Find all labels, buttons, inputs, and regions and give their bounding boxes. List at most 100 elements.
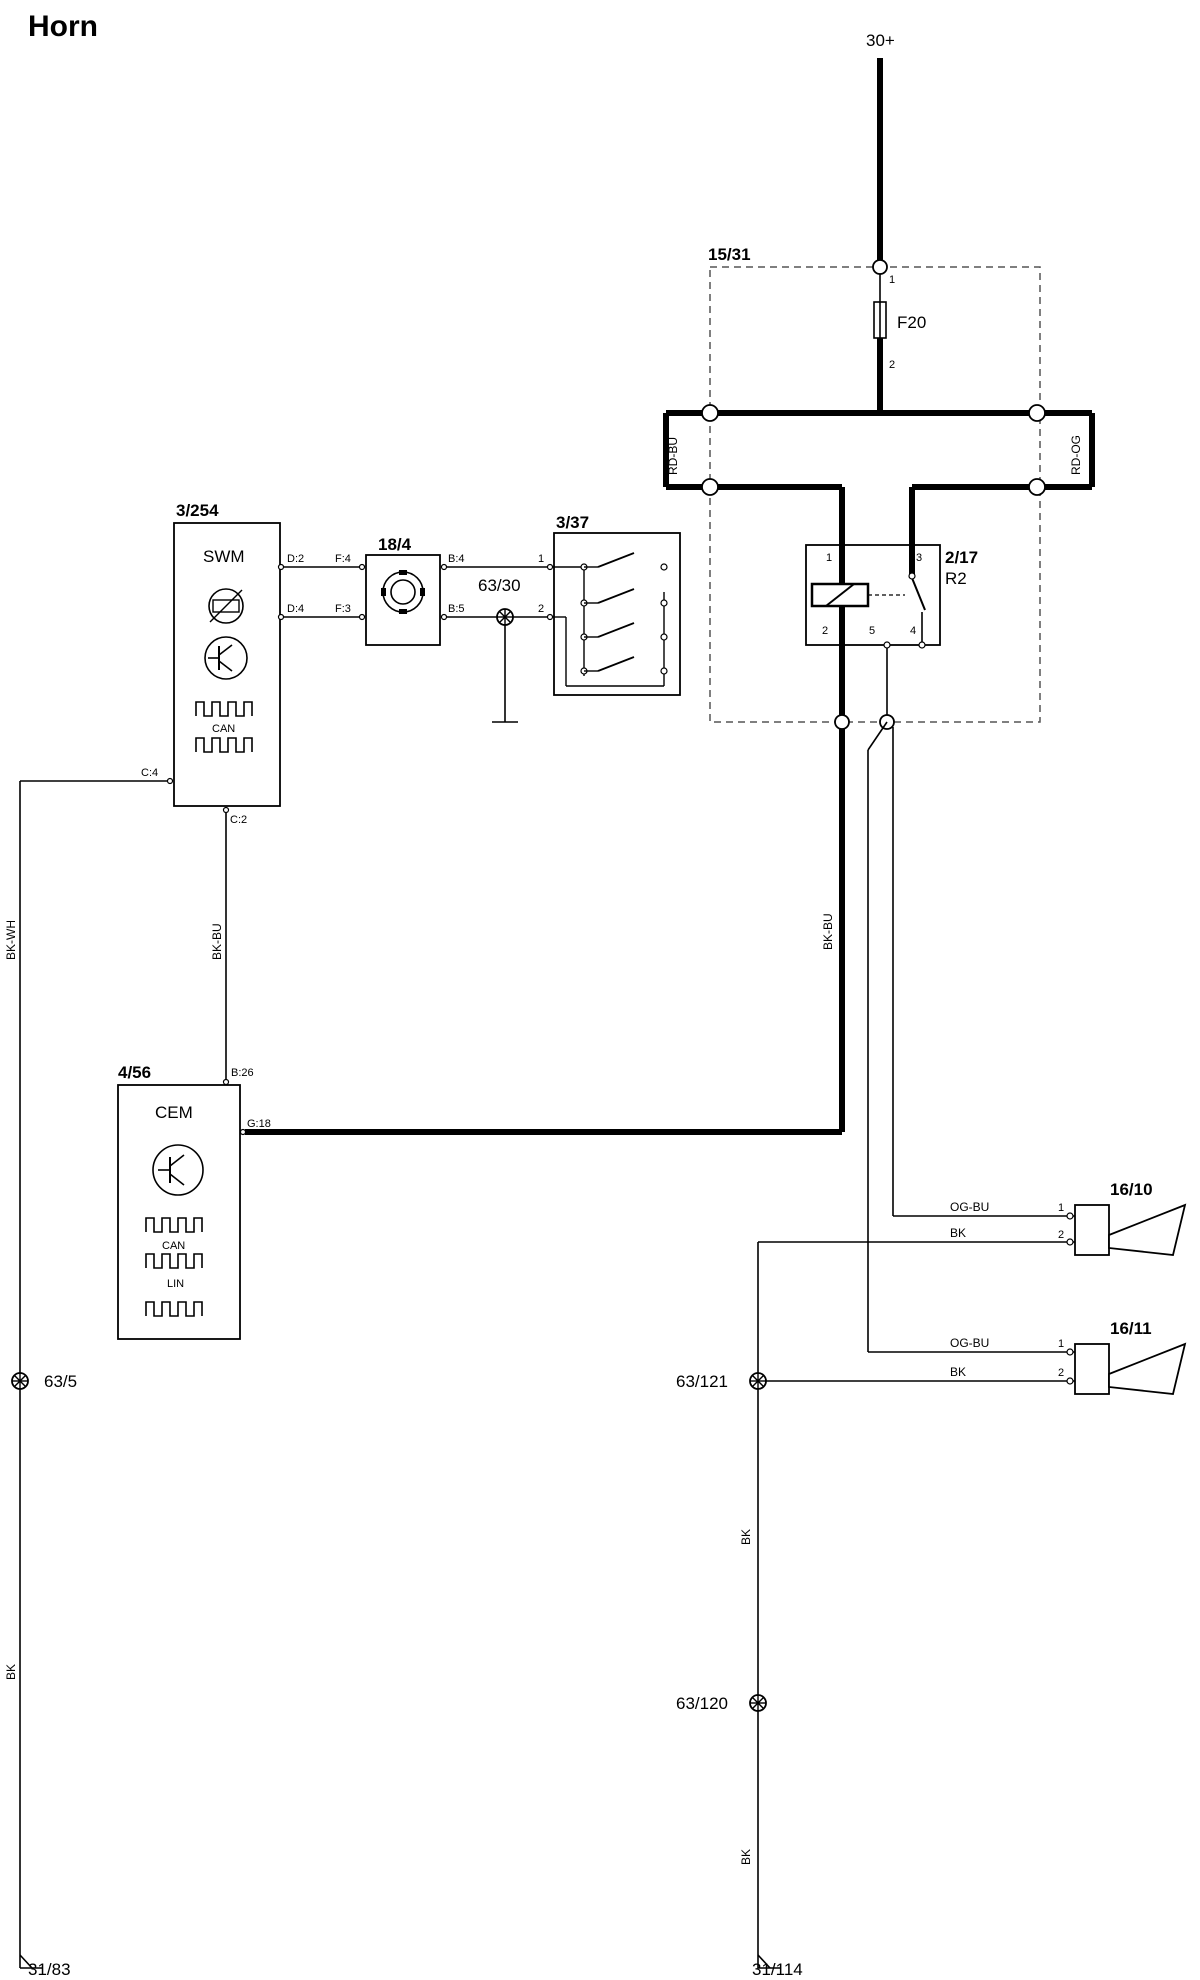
swm-can-signal-icon-bottom [195, 737, 253, 753]
swm-pin-d4: D:4 [287, 603, 304, 615]
relay-name: R2 [945, 569, 967, 588]
horn2-icon [1108, 1342, 1187, 1395]
horn2-pin1: 1 [1058, 1338, 1064, 1350]
cem-can-signal-icon-bottom [145, 1253, 203, 1269]
horn1-pin2: 2 [1058, 1229, 1064, 1241]
clock-spring-pin-b5-terminal [440, 613, 448, 621]
horn-ground-wire-label-2: BK [739, 1849, 753, 1865]
splice-63-120-label: 63/120 [676, 1694, 728, 1713]
swm-pin-c4: C:4 [141, 767, 158, 779]
bus-node-bottom-right [1028, 478, 1046, 496]
cem-pin-g18-terminal [239, 1128, 247, 1136]
ground-31-114-icon [757, 1954, 781, 1969]
splice-63-5-icon [11, 1372, 29, 1390]
splice-63-30-label: 63/30 [478, 576, 521, 595]
clock-spring-pin-f4: F:4 [335, 553, 351, 565]
swm-cem-wire-label: BK-BU [210, 923, 224, 960]
cem-pin-b26: B:26 [231, 1067, 254, 1079]
horn-switch-pin2: 2 [538, 603, 544, 615]
horn1-wire2-label: BK [950, 1226, 966, 1240]
swm-name: SWM [203, 547, 245, 566]
swm-bus-label: CAN [212, 723, 235, 735]
horn1-connector [1074, 1204, 1110, 1256]
relay-pin3: 3 [916, 552, 922, 564]
clock-spring-pin-b4-terminal [440, 563, 448, 571]
horn-feed-branch [867, 721, 888, 751]
relay-coil-mark [825, 583, 855, 607]
relay-pin2: 2 [822, 625, 828, 637]
horn2-pin2: 2 [1058, 1367, 1064, 1379]
horn2-ref: 16/11 [1110, 1319, 1152, 1338]
cem-pin-g18: G:18 [247, 1118, 271, 1130]
cem-transistor-icon [152, 1144, 204, 1196]
ground-31-114-label: 31/114 [752, 1960, 803, 1979]
relay-pin5: 5 [869, 625, 875, 637]
clock-spring-ref: 18/4 [378, 535, 412, 554]
horn2-connector [1074, 1343, 1110, 1395]
swm-pin-d2: D:2 [287, 553, 304, 565]
splice-63-120-icon [749, 1694, 767, 1712]
relay-pin5-terminal [883, 641, 891, 649]
splice-63-121-label: 63/121 [676, 1372, 728, 1391]
clock-spring-pin-f3: F:3 [335, 603, 351, 615]
relay-pin4: 4 [910, 625, 916, 637]
swm-pin-c2-terminal [222, 806, 230, 814]
splice-63-121-icon [749, 1372, 767, 1390]
cem-can-signal-icon-top [145, 1217, 203, 1233]
cem-module-box [117, 1084, 241, 1340]
horn1-icon [1108, 1203, 1187, 1256]
fuse-box-exit-node-left [834, 714, 850, 730]
horn2-pin2-terminal [1066, 1377, 1074, 1385]
horn-switch-pin2-terminal [546, 613, 554, 621]
clock-spring-pin-f3-terminal [358, 613, 366, 621]
cem-pin-b26-terminal [222, 1078, 230, 1086]
swm-pin-c2: C:2 [230, 814, 247, 826]
horn1-ref: 16/10 [1110, 1180, 1153, 1199]
relay-contact-pivot [908, 572, 916, 580]
horn-ground-wire-label-1: BK [739, 1529, 753, 1545]
horn1-wire1-label: OG-BU [950, 1200, 989, 1214]
horn2-wire2-label: BK [950, 1365, 966, 1379]
swm-transistor-icon [204, 636, 248, 680]
swm-pin-d2-terminal [277, 563, 285, 571]
page-title: Horn [28, 10, 98, 43]
steering-angle-sensor-icon [208, 588, 244, 624]
horn-switch-contacts [553, 552, 668, 687]
cem-ref: 4/56 [118, 1063, 151, 1082]
cem-bus2-label: LIN [167, 1278, 184, 1290]
ground-31-83-icon [19, 1954, 43, 1969]
relay-to-cem-wire-label: BK-BU [821, 913, 835, 950]
clock-spring-pin-b5: B:5 [448, 603, 465, 615]
splice-63-5-label: 63/5 [44, 1372, 77, 1391]
relay-pin1: 1 [826, 552, 832, 564]
bus-right-wire-label: RD-OG [1069, 435, 1083, 475]
clock-spring-icon [381, 570, 425, 614]
horn-switch-ref: 3/37 [556, 513, 589, 532]
ground-31-83-label: 31/83 [28, 1960, 71, 1979]
horn-switch-pin1: 1 [538, 553, 544, 565]
horn1-pin1: 1 [1058, 1202, 1064, 1214]
swm-ground-wire-label: BK-WH [4, 920, 18, 960]
horn2-wire1-label: OG-BU [950, 1336, 989, 1350]
fuse-pin-in: 1 [889, 274, 895, 286]
horn-switch-pin1-terminal [546, 563, 554, 571]
fuse-box-ref: 15/31 [708, 245, 751, 264]
swm-pin-c4-terminal [166, 777, 174, 785]
relay-contact-arm [911, 577, 926, 611]
horn2-pin1-terminal [1066, 1348, 1074, 1356]
bus-left-wire-label: RD-BU [666, 437, 680, 475]
bus-node-bottom-left [701, 478, 719, 496]
cem-name: CEM [155, 1103, 193, 1122]
cem-bus1-label: CAN [162, 1240, 185, 1252]
clock-spring-pin-f4-terminal [358, 563, 366, 571]
supply-label: 30+ [866, 31, 895, 50]
relay-ref: 2/17 [945, 548, 978, 567]
horn1-pin2-terminal [1066, 1238, 1074, 1246]
fuse-label: F20 [897, 313, 926, 332]
relay-r2-box [805, 544, 941, 646]
bus-node-top-left [701, 404, 719, 422]
cem-lin-signal-icon [145, 1301, 203, 1317]
fuse-box-supply-node [872, 259, 888, 275]
clock-spring-pin-b4: B:4 [448, 553, 465, 565]
